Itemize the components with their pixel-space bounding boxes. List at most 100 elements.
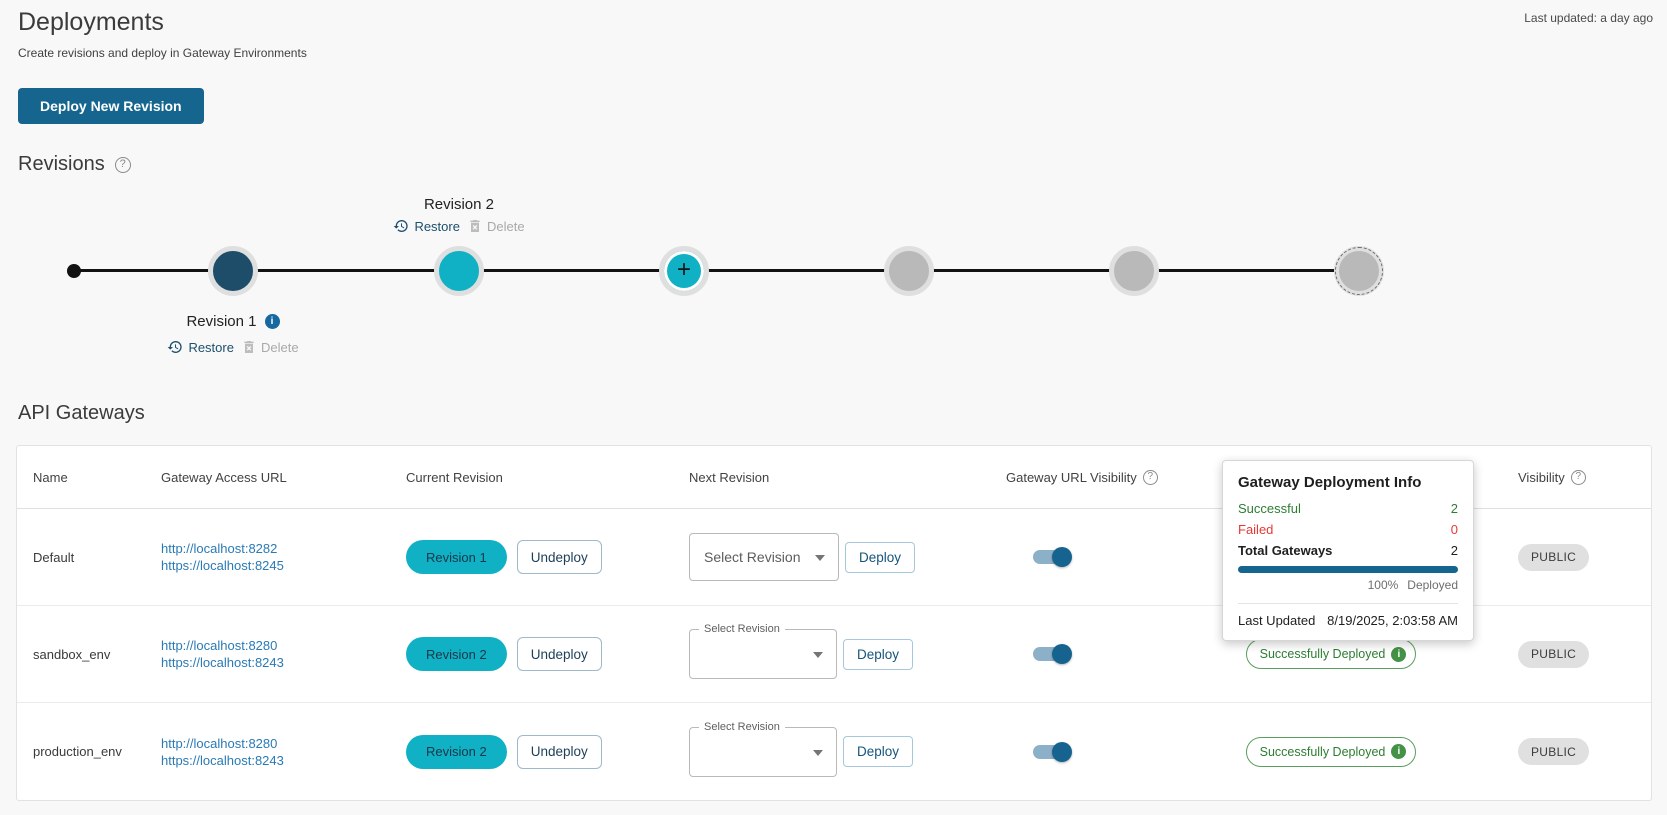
table-row: sandbox_env http://localhost:8280 https:… xyxy=(17,606,1651,703)
gateway-name: production_env xyxy=(33,744,122,759)
toggle-knob xyxy=(1052,547,1072,567)
restore-icon xyxy=(167,339,183,355)
col-current-revision: Current Revision xyxy=(406,469,503,485)
failed-value: 0 xyxy=(1450,522,1458,537)
revision2-restore-button[interactable]: Restore xyxy=(393,218,460,234)
select-revision-placeholder: Select Revision xyxy=(704,549,801,565)
visibility-badge: PUBLIC xyxy=(1518,640,1590,668)
select-revision-dropdown[interactable]: Select Revision xyxy=(689,533,839,581)
visibility-badge: PUBLIC xyxy=(1518,738,1590,765)
col-gateway-access-url: Gateway Access URL xyxy=(161,469,287,485)
gateway-https-url-link[interactable]: https://localhost:8243 xyxy=(161,752,284,768)
gateway-url-visibility-toggle[interactable] xyxy=(1033,644,1072,664)
total-gateways-label: Total Gateways xyxy=(1238,543,1333,558)
timeline-line xyxy=(74,269,1361,272)
chevron-down-icon xyxy=(813,749,823,756)
col-gateway-url-visibility: Gateway URL Visibility xyxy=(1006,469,1137,485)
status-info-icon[interactable]: i xyxy=(1391,744,1407,759)
api-gateways-title: API Gateways xyxy=(18,402,145,424)
revision1-label-text: Revision 1 xyxy=(186,313,257,330)
table-row: Default http://localhost:8282 https://lo… xyxy=(17,509,1651,606)
revision1-label: Revision 1 i xyxy=(123,313,343,330)
revisions-help-icon[interactable]: ? xyxy=(114,156,131,173)
revision2-actions: Restore Delete xyxy=(349,218,569,234)
current-revision-chip: Revision 1 xyxy=(406,540,507,574)
select-revision-dropdown[interactable]: Select Revision xyxy=(689,720,837,777)
revision2-label-text: Revision 2 xyxy=(423,196,495,213)
gateway-url-visibility-toggle[interactable] xyxy=(1033,547,1072,567)
revision2-circle[interactable] xyxy=(434,246,484,296)
deploy-button[interactable]: Deploy xyxy=(845,541,915,573)
delete-icon xyxy=(241,339,257,355)
table-header-row: Name Gateway Access URL Current Revision… xyxy=(17,446,1651,509)
col-name: Name xyxy=(33,469,68,485)
restore-icon xyxy=(393,218,409,234)
delete-icon xyxy=(467,218,483,234)
add-revision-circle[interactable]: + xyxy=(659,246,709,296)
deployment-status-text: Successfully Deployed xyxy=(1259,744,1386,759)
undeploy-button[interactable]: Undeploy xyxy=(516,637,602,671)
gateway-http-url-link[interactable]: http://localhost:8282 xyxy=(161,541,278,556)
deploy-new-revision-button[interactable]: Deploy New Revision xyxy=(18,88,204,124)
successful-value: 2 xyxy=(1450,501,1458,516)
status-info-icon[interactable]: i xyxy=(1391,646,1407,662)
revision2-delete-label: Delete xyxy=(486,218,525,234)
deployment-status-chip[interactable]: Successfully Deployed i xyxy=(1245,639,1417,669)
tooltip-last-updated-label: Last Updated xyxy=(1238,613,1316,628)
progress-percent: 100% xyxy=(1367,578,1399,592)
select-revision-label: Select Revision xyxy=(699,623,785,635)
tooltip-title: Gateway Deployment Info xyxy=(1238,474,1422,491)
gateway-https-url-link[interactable]: https://localhost:8243 xyxy=(161,655,284,670)
col-next-revision: Next Revision xyxy=(689,469,770,485)
chevron-down-icon xyxy=(813,652,823,658)
gateway-url-visibility-help-icon[interactable]: ? xyxy=(1142,469,1158,485)
deploy-button[interactable]: Deploy xyxy=(843,736,913,767)
undeploy-button[interactable]: Undeploy xyxy=(516,540,602,574)
tooltip-last-updated-value: 8/19/2025, 2:03:58 AM xyxy=(1327,613,1458,628)
page-title: Deployments xyxy=(18,8,164,36)
revision1-info-icon[interactable]: i xyxy=(264,314,280,329)
plus-icon: + xyxy=(676,256,691,283)
deployment-status-chip[interactable]: Successfully Deployed i xyxy=(1245,736,1417,767)
revisions-section-header: Revisions ? xyxy=(18,153,131,176)
gateway-http-url-link[interactable]: http://localhost:8280 xyxy=(161,638,278,653)
page-subtitle: Create revisions and deploy in Gateway E… xyxy=(18,46,307,60)
table-row: production_env http://localhost:8280 htt… xyxy=(17,703,1651,800)
last-updated-text: Last updated: a day ago xyxy=(1524,11,1653,25)
visibility-help-icon[interactable]: ? xyxy=(1570,469,1586,485)
toggle-knob xyxy=(1052,741,1072,762)
undeploy-button[interactable]: Undeploy xyxy=(516,734,602,769)
gateway-https-url-link[interactable]: https://localhost:8245 xyxy=(161,558,284,573)
empty-revision-slot xyxy=(884,246,934,296)
col-visibility: Visibility xyxy=(1518,469,1565,485)
revision2-restore-label: Restore xyxy=(414,218,460,234)
toggle-knob xyxy=(1052,644,1072,664)
failed-label: Failed xyxy=(1238,522,1274,537)
successful-label: Successful xyxy=(1238,501,1301,516)
revision1-delete-button[interactable]: Delete xyxy=(241,339,299,355)
revision1-circle[interactable] xyxy=(208,246,258,296)
gateway-name: Default xyxy=(33,549,75,565)
progress-caption: Deployed xyxy=(1407,578,1458,592)
revision1-delete-label: Delete xyxy=(260,339,299,355)
gateway-http-url-link[interactable]: http://localhost:8280 xyxy=(161,735,278,751)
revision1-restore-button[interactable]: Restore xyxy=(167,339,234,355)
timeline-start-dot xyxy=(67,264,81,278)
empty-revision-slot-dashed xyxy=(1334,246,1384,296)
chevron-down-icon xyxy=(815,555,825,561)
visibility-badge: PUBLIC xyxy=(1518,543,1590,571)
deployment-status-text: Successfully Deployed xyxy=(1259,647,1386,661)
deployment-progress-bar xyxy=(1238,566,1458,573)
gateway-deployment-info-tooltip: Gateway Deployment Info Successful 2 Fai… xyxy=(1222,460,1474,641)
current-revision-chip: Revision 2 xyxy=(406,734,507,769)
revision2-delete-button[interactable]: Delete xyxy=(467,218,525,234)
gateway-name: sandbox_env xyxy=(33,646,111,662)
revisions-title: Revisions xyxy=(18,153,105,175)
select-revision-label: Select Revision xyxy=(699,720,785,733)
total-gateways-value: 2 xyxy=(1450,543,1458,558)
revision1-actions: Restore Delete xyxy=(123,339,343,355)
deploy-button[interactable]: Deploy xyxy=(843,638,913,670)
current-revision-chip: Revision 2 xyxy=(406,637,507,671)
select-revision-dropdown[interactable]: Select Revision xyxy=(689,623,837,679)
gateway-url-visibility-toggle[interactable] xyxy=(1033,741,1072,762)
